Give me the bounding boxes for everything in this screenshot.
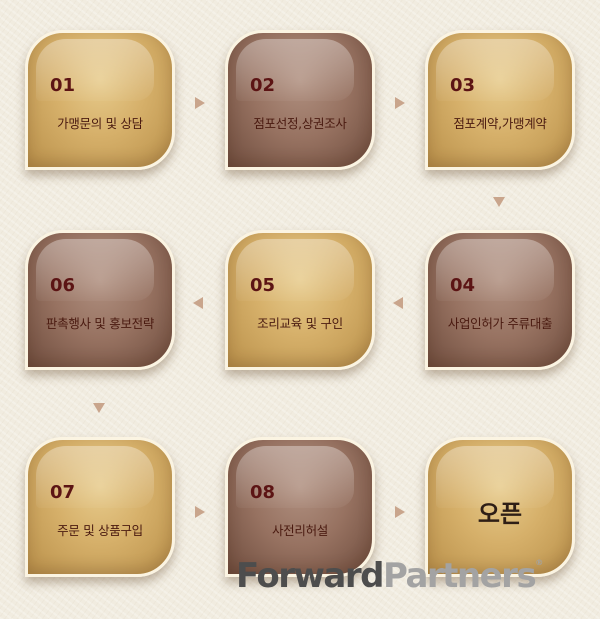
arrow-right-icon bbox=[395, 97, 405, 109]
arrow-left-icon bbox=[193, 297, 203, 309]
step-open-box: 오픈 bbox=[425, 437, 575, 577]
arrow-right-icon bbox=[195, 97, 205, 109]
step-04-box: 04 사업인허가 주류대출 bbox=[425, 230, 575, 370]
step-02-box: 02 점포선정,상권조사 bbox=[225, 30, 375, 170]
step-06-number: 06 bbox=[50, 275, 76, 296]
step-06-label: 판촉행사 및 홍보전략 bbox=[45, 316, 155, 331]
step-04-label: 사업인허가 주류대출 bbox=[447, 316, 553, 331]
step-05-label: 조리교육 및 구인 bbox=[257, 316, 343, 331]
logo-word-forward: Forward bbox=[236, 556, 384, 596]
step-02-label: 점포선정,상권조사 bbox=[253, 116, 347, 131]
step-05-box: 05 조리교육 및 구인 bbox=[225, 230, 375, 370]
step-03-label: 점포계약,가맹계약 bbox=[453, 116, 547, 131]
step-03-number: 03 bbox=[450, 75, 476, 96]
step-08-number: 08 bbox=[250, 482, 276, 503]
arrow-down-icon bbox=[493, 197, 505, 207]
brand-logo: ForwardPartners® bbox=[236, 556, 543, 596]
step-01-box: 01 가맹문의 및 상담 bbox=[25, 30, 175, 170]
arrow-left-icon bbox=[393, 297, 403, 309]
step-07-box: 07 주문 및 상품구입 bbox=[25, 437, 175, 577]
step-08-box: 08 사전리허설 bbox=[225, 437, 375, 577]
step-08-label: 사전리허설 bbox=[271, 523, 328, 538]
step-03-box: 03 점포계약,가맹계약 bbox=[425, 30, 575, 170]
registered-mark: ® bbox=[535, 558, 543, 567]
step-04-number: 04 bbox=[450, 275, 476, 296]
step-07-number: 07 bbox=[50, 482, 76, 503]
step-06-box: 06 판촉행사 및 홍보전략 bbox=[25, 230, 175, 370]
step-02-number: 02 bbox=[250, 75, 276, 96]
step-05-number: 05 bbox=[250, 275, 276, 296]
step-01-number: 01 bbox=[50, 75, 76, 96]
arrow-down-icon bbox=[93, 403, 105, 413]
logo-word-partners: Partners bbox=[382, 556, 537, 596]
arrow-right-icon bbox=[195, 506, 205, 518]
arrow-right-icon bbox=[395, 506, 405, 518]
step-01-label: 가맹문의 및 상담 bbox=[57, 116, 143, 131]
step-07-label: 주문 및 상품구입 bbox=[57, 523, 143, 538]
step-open-label: 오픈 bbox=[477, 500, 523, 528]
